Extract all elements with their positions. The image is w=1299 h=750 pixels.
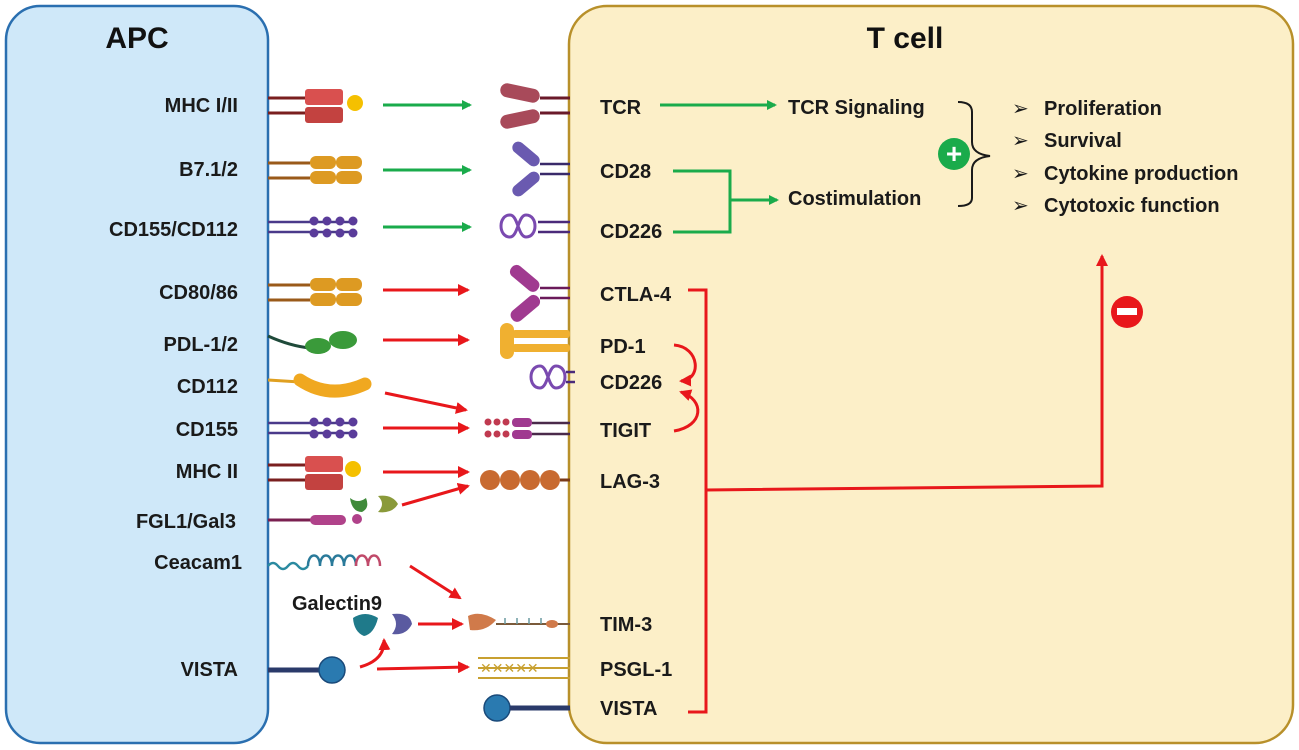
arrow-tigit-cd226 xyxy=(673,389,700,433)
tigit-icon xyxy=(484,418,570,439)
tcell-panel xyxy=(567,4,1295,745)
lag3-icon xyxy=(480,470,570,490)
pdl-icon xyxy=(267,331,357,354)
outcome-item: Cytotoxic function xyxy=(1044,195,1220,217)
tcell-label-lag3: LAG-3 xyxy=(600,471,660,493)
costimulation-label: Costimulation xyxy=(788,188,921,210)
vista-apc-icon xyxy=(268,656,346,684)
outcome-bullet: ➢ xyxy=(1012,163,1029,185)
cd226-top-icon xyxy=(499,213,570,239)
apc-label-b7: B7.1/2 xyxy=(179,159,238,181)
apc-label-cd155-cd112: CD155/CD112 xyxy=(109,219,238,241)
tcell-label-ctla4: CTLA-4 xyxy=(600,284,672,306)
inhibition-bracket xyxy=(688,288,708,714)
galectin9-icon xyxy=(353,613,412,636)
arrow-ceacam1-tim3 xyxy=(409,564,462,600)
minus-badge xyxy=(1111,296,1143,328)
pd1-icon xyxy=(500,323,570,359)
tcell-label-tigit: TIGIT xyxy=(600,420,651,442)
apc-label-galectin9: Galectin9 xyxy=(292,593,382,615)
svg-text:✕✕✕✕✕: ✕✕✕✕✕ xyxy=(480,661,539,677)
arrow-vista-galectin9 xyxy=(359,638,391,669)
tcell-label-psgl1: PSGL-1 xyxy=(600,659,672,681)
cd155-cd112-icon xyxy=(268,216,358,238)
cd80-86-icon xyxy=(268,278,362,306)
tcell-label-vista: VISTA xyxy=(600,698,657,720)
cd155-icon xyxy=(268,417,358,439)
tcr-signaling-label: TCR Signaling xyxy=(788,97,925,119)
cd112-icon xyxy=(267,373,372,398)
outcome-item: Survival xyxy=(1044,130,1122,152)
apc-label-mhc-ii: MHC II xyxy=(176,461,238,483)
outcome-brace xyxy=(957,101,991,207)
tim3-icon xyxy=(468,613,570,631)
tcell-label-pd1: PD-1 xyxy=(600,336,646,358)
apc-label-mhc-i-ii: MHC I/II xyxy=(165,95,238,117)
cd28-icon xyxy=(512,141,570,197)
activating-arrows xyxy=(383,100,779,234)
apc-label-cd80-86: CD80/86 xyxy=(159,282,238,304)
arrow-pd1-cd226 xyxy=(673,343,697,387)
tcell-label-tim3: TIM-3 xyxy=(600,614,652,636)
apc-label-cd112: CD112 xyxy=(177,376,238,398)
tcell-label-cd226-top: CD226 xyxy=(600,221,662,243)
outcome-bullet: ➢ xyxy=(1012,130,1029,152)
apc-label-cd155: CD155 xyxy=(176,419,238,441)
cd226-mid-icon xyxy=(529,364,575,390)
tcr-icon xyxy=(500,83,570,129)
outcome-bullet: ➢ xyxy=(1012,98,1029,120)
inhibition-to-outcome xyxy=(705,254,1108,492)
vista-tcell-icon xyxy=(483,694,570,722)
mhc-i-ii-icon xyxy=(268,89,363,123)
plus-badge: + xyxy=(938,138,970,170)
plus-symbol: + xyxy=(946,138,962,169)
apc-label-vista: VISTA xyxy=(181,659,238,681)
tcell-title: T cell xyxy=(867,22,944,55)
tcell-label-cd28: CD28 xyxy=(600,161,651,183)
inhibitory-arrows xyxy=(359,254,1108,714)
fgl1-gal3-icon xyxy=(268,495,398,525)
b7-icon xyxy=(268,156,362,184)
apc-label-pdl: PDL-1/2 xyxy=(164,334,238,356)
arrow-cd112-tigit xyxy=(384,391,468,414)
apc-label-fgl1-gal3: FGL1/Gal3 xyxy=(136,511,236,533)
apc-label-ceacam1: Ceacam1 xyxy=(154,552,242,574)
psgl1-icon: ✕✕✕✕✕ xyxy=(478,657,570,679)
tcell-label-cd226-mid: CD226 xyxy=(600,372,662,394)
apc-panel xyxy=(4,4,270,745)
arrow-fgl1-lag3 xyxy=(401,483,470,507)
outcome-bullet: ➢ xyxy=(1012,195,1029,217)
ctla4-icon xyxy=(509,264,570,322)
arrow-vista-psgl1 xyxy=(376,661,470,674)
apc-title: APC xyxy=(105,22,168,55)
tcell-label-tcr: TCR xyxy=(600,97,642,119)
outcome-item: Proliferation xyxy=(1044,98,1162,120)
outcome-list: ➢ Proliferation ➢ Survival ➢ Cytokine pr… xyxy=(1012,98,1238,217)
ceacam1-icon xyxy=(267,554,382,571)
outcome-item: Cytokine production xyxy=(1044,163,1238,185)
mhc-ii-icon xyxy=(268,456,361,490)
